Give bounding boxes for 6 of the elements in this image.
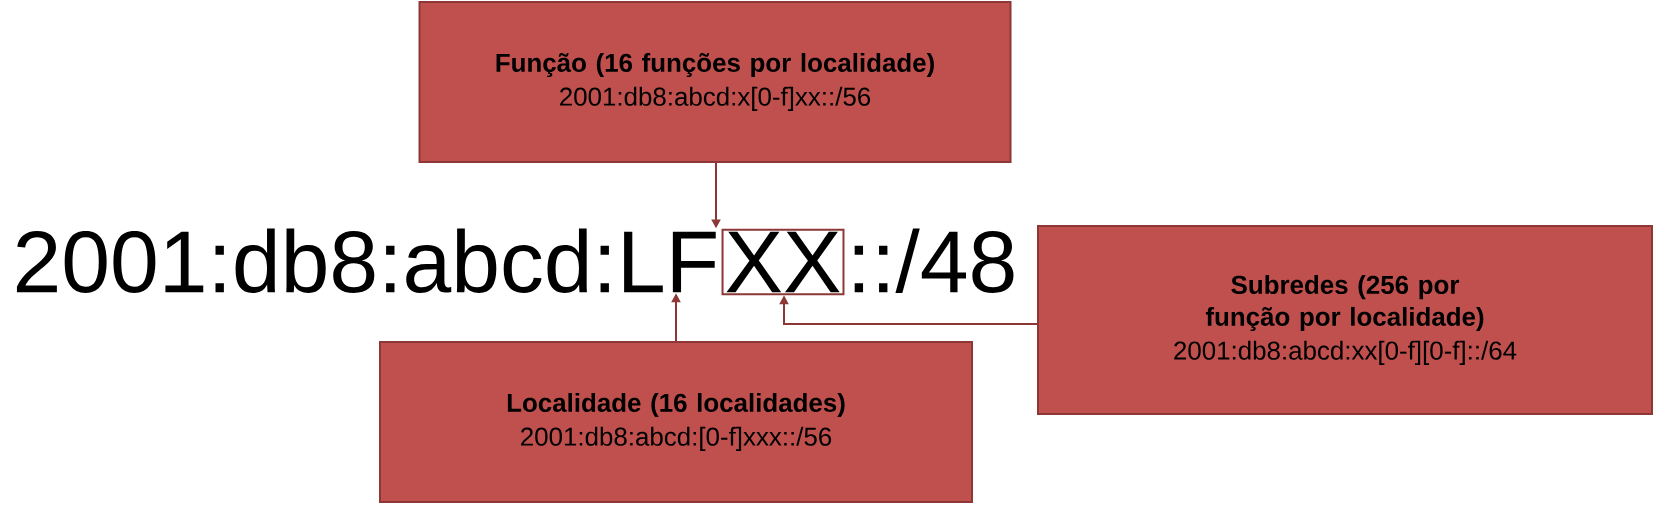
- address-text: 2001:db8:abcd:LF: [16, 228, 716, 293]
- highlight-box: XX: [721, 228, 845, 296]
- address-text: ::/48: [854, 228, 1014, 293]
- label-box: Localidade (16 localidades) 2001:db8:abcd:[0-f]xxx::/56: [379, 341, 973, 503]
- label-box: Subredes (256 por função por localidade) 2001:db8:abcd:xx[0-f][0-f]::/64: [1037, 225, 1653, 415]
- label-box: Função (16 funções por localidade) 2001:db8:abcd:x[0-f]xx::/56: [418, 1, 1012, 163]
